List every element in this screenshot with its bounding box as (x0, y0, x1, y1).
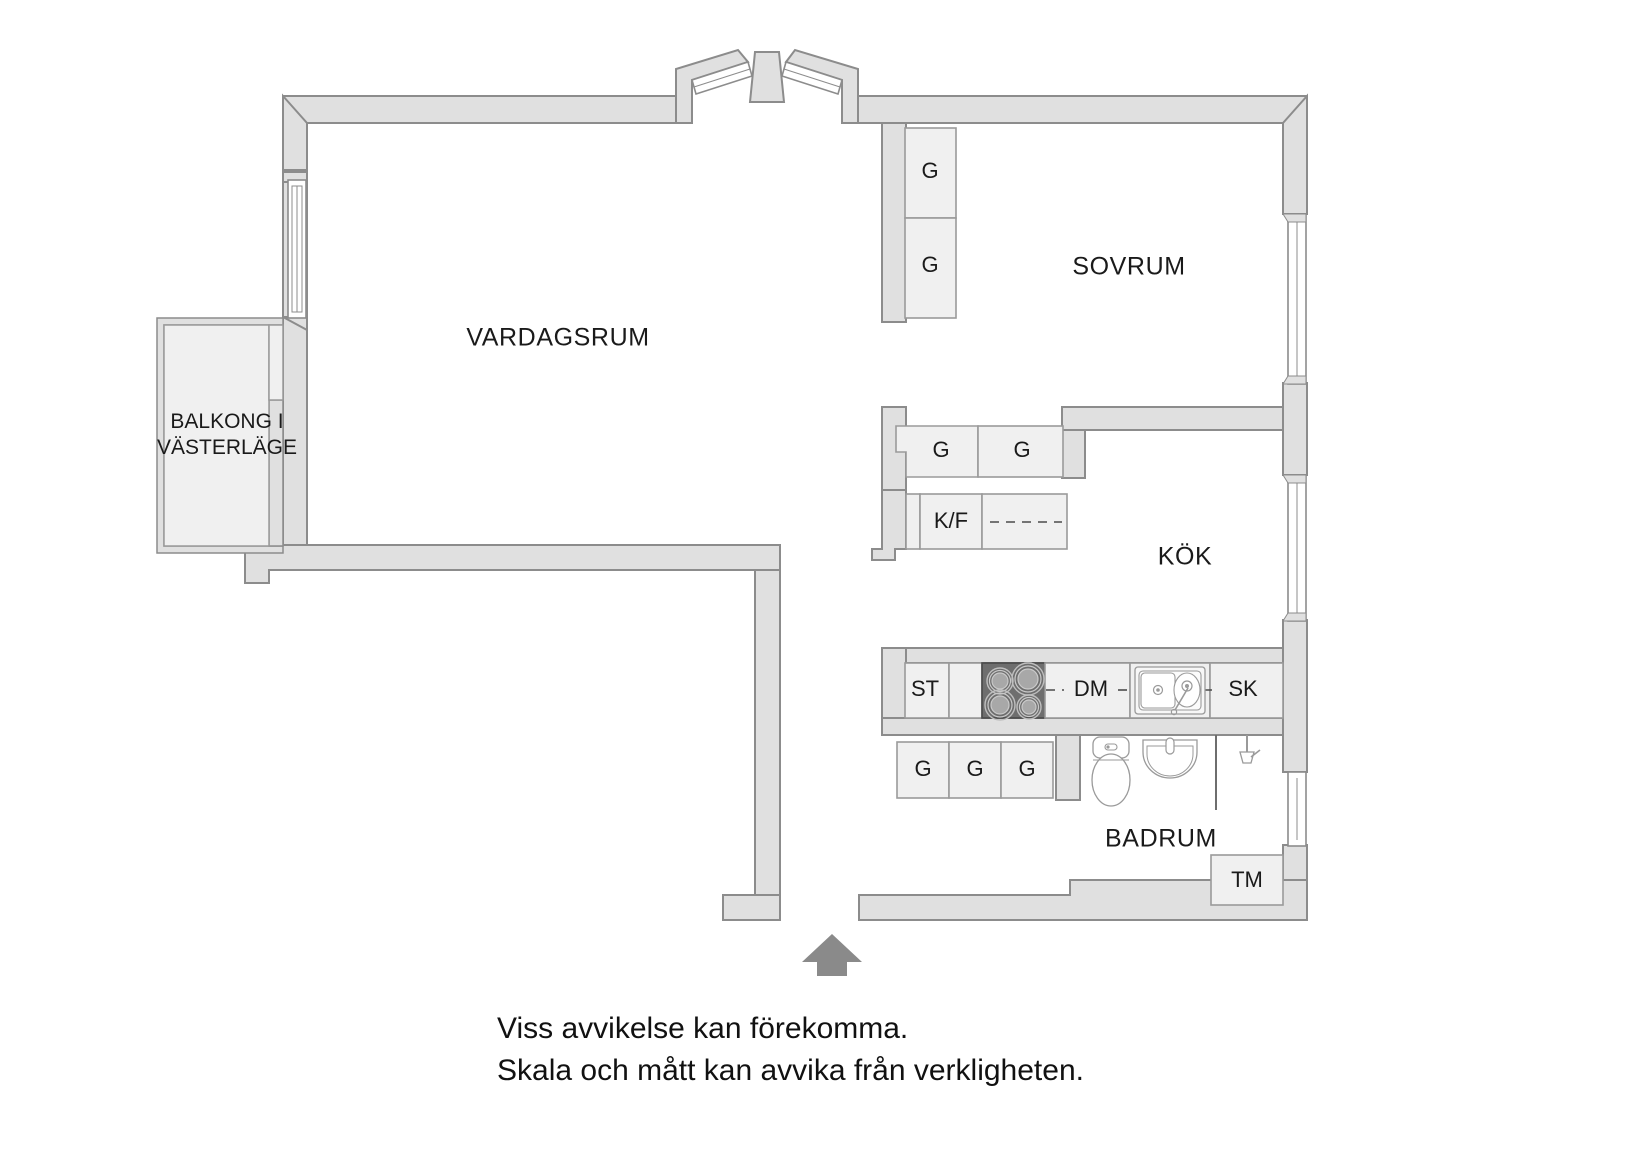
unit-label-kitchen-closet-2: G (966, 756, 983, 781)
unit-label-hall-closet-2: G (1013, 437, 1030, 462)
unit-label-sovrum-closet-2: G (921, 252, 938, 277)
caption-line-2: Skala och mått kan avvika från verklighe… (497, 1054, 1084, 1087)
wall-hallway-vertical (722, 569, 781, 921)
wall-right-2 (1282, 382, 1308, 476)
wall-hallway-bottom-stub (722, 894, 781, 921)
room-label-badrum: BADRUM (1105, 825, 1217, 853)
unit-kitchen-closet-1 (896, 741, 950, 799)
wall-top-left (282, 95, 677, 331)
unit-fridge-freezer (919, 493, 983, 550)
unit-counter-blank (948, 662, 983, 719)
unit-label-counter-st: ST (911, 676, 939, 701)
wall-vardagsrum-bottom (244, 544, 781, 584)
wall-counter-left-stub (881, 647, 907, 728)
unit-label-washing-machine: TM (1231, 867, 1263, 892)
units-group (895, 127, 1284, 906)
unit-label-sovrum-closet-1: G (921, 158, 938, 183)
unit-sovrum-closet-2 (904, 217, 957, 319)
unit-label-cabinet-sk: SK (1228, 676, 1258, 701)
unit-label-hall-closet-1: G (932, 437, 949, 462)
wall-sovrum-kok (1061, 406, 1284, 431)
unit-kf-side-panel (905, 493, 921, 550)
fixtures-group (984, 662, 1261, 810)
wall-hall-right-vertical (1061, 429, 1086, 479)
bay-window-pane-left (691, 60, 753, 96)
unit-kitchen-closet-3 (1000, 741, 1054, 799)
labels-group: VARDAGSRUM SOVRUM KÖK BADRUM BALKONG I V… (157, 158, 1263, 892)
wall-kok-bottom (881, 647, 1284, 664)
bay-window-pane-right (781, 60, 843, 96)
toilet (1091, 736, 1131, 807)
wall-top-right (857, 95, 1308, 124)
kitchen-sink-double (1134, 666, 1206, 716)
room-label-kok: KÖK (1158, 543, 1213, 571)
shower-head (1239, 735, 1261, 764)
window-kok-east (1282, 474, 1307, 622)
unit-hall-closet-2 (977, 425, 1064, 478)
washbasin (1142, 737, 1198, 779)
wall-hall-stub-lower (871, 489, 907, 561)
balcony-floor (163, 324, 270, 547)
cooktop-4-burner (984, 662, 1045, 721)
wall-badrum-bottom (858, 879, 1308, 921)
balcony-floor-right (268, 324, 284, 401)
room-label-vardagsrum: VARDAGSRUM (466, 324, 649, 352)
walls-group (156, 48, 1308, 921)
caption-group: Viss avvikelse kan förekomma. Skala och … (497, 1012, 1084, 1087)
unit-washing-machine (1210, 854, 1284, 906)
room-label-sovrum: SOVRUM (1072, 253, 1185, 281)
caption-line-1: Viss avvikelse kan förekomma. (497, 1012, 908, 1045)
window-sovrum-east (1282, 213, 1307, 385)
unit-sovrum-closet-1 (904, 127, 957, 219)
balcony-label-line2: VÄSTERLÄGE (157, 436, 297, 459)
balcony-label-line1: BALKONG I (170, 410, 283, 433)
wall-left-to-balcony (282, 315, 308, 546)
unit-label-kitchen-closet-3: G (1018, 756, 1035, 781)
unit-cabinet-sk (1209, 662, 1284, 719)
window-badrum-east (1287, 771, 1307, 847)
wall-right-1 (1282, 93, 1308, 215)
wall-counter-badrum-divider (881, 717, 1284, 736)
unit-label-kitchen-closet-1: G (914, 756, 931, 781)
unit-label-fridge-freezer: K/F (934, 508, 968, 533)
balcony-door (287, 179, 307, 319)
wall-vardagsrum-sovrum (881, 122, 907, 323)
windows-group (287, 60, 1307, 847)
entrance-arrow[interactable] (802, 934, 862, 976)
wall-bay-apex (748, 51, 786, 103)
wall-right-3 (1282, 619, 1308, 773)
balcony-area (163, 324, 284, 547)
wall-badrum-left (1055, 734, 1081, 801)
unit-label-dishwasher: DM (1074, 676, 1108, 701)
